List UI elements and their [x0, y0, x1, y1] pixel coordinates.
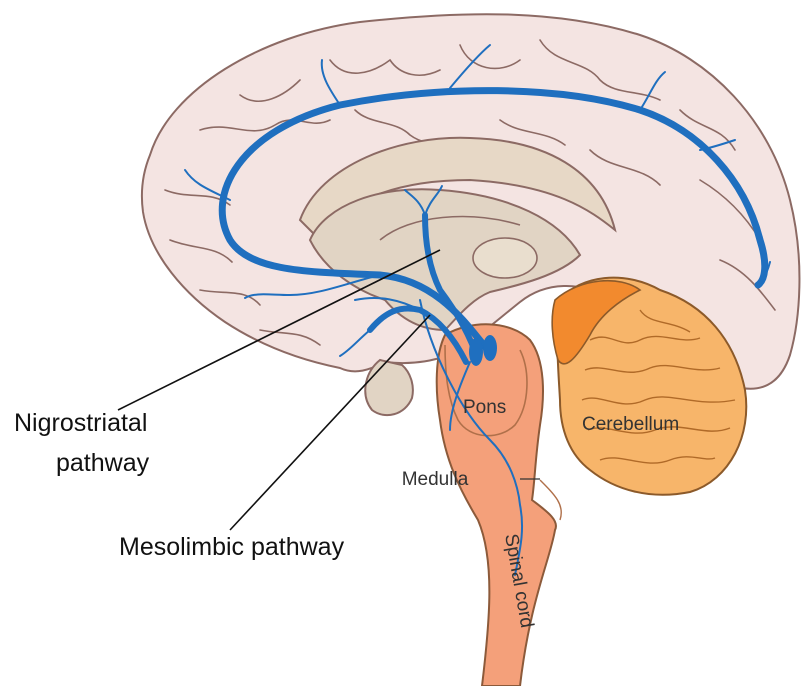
pons-label: Pons [463, 397, 506, 418]
thalamus-oval [473, 238, 537, 278]
pituitary [365, 360, 413, 415]
vta-node [469, 338, 483, 366]
substantia-nigra-node [483, 335, 497, 361]
brainstem [437, 324, 556, 686]
nigrostriatal-caption-line2: pathway [56, 447, 149, 479]
mesolimbic-caption: Mesolimbic pathway [119, 531, 344, 563]
cerebellum-label: Cerebellum [582, 414, 679, 435]
nigrostriatal-caption-line1: Nigrostriatal [14, 407, 147, 439]
medulla-label: Medulla [402, 469, 469, 490]
